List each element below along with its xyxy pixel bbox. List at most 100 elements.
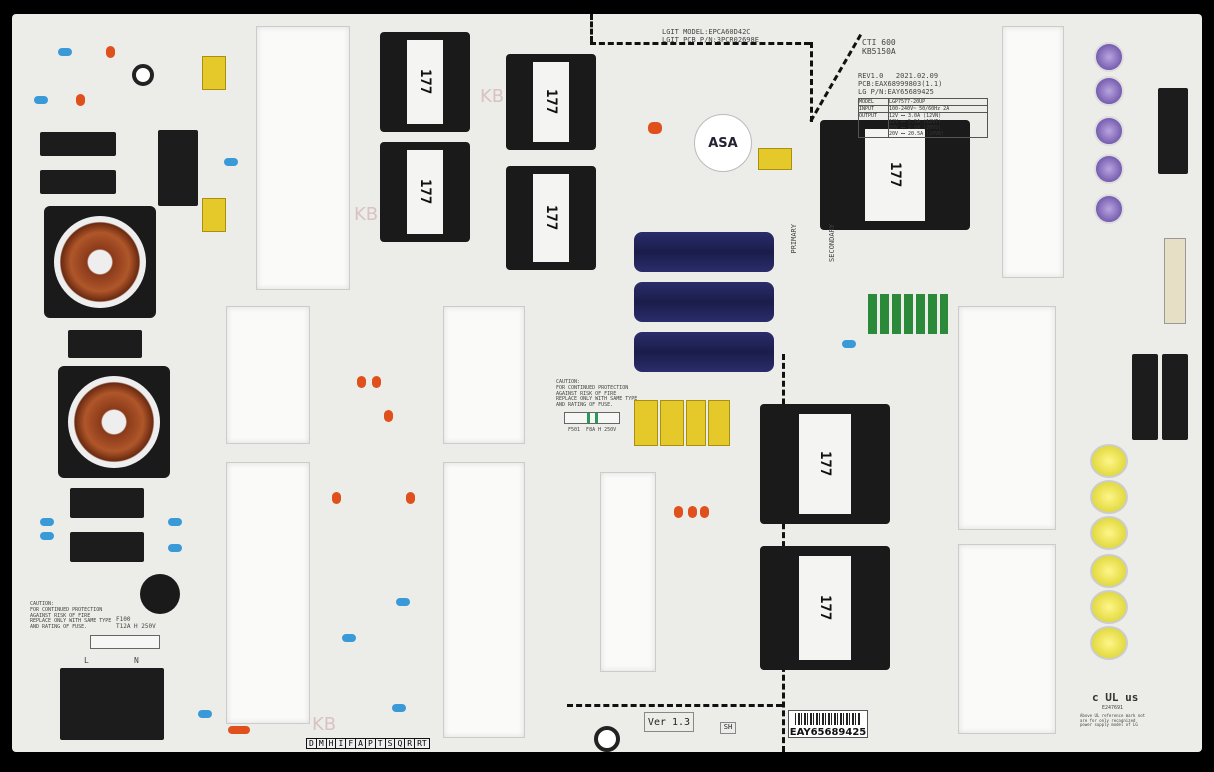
letter-box: Q — [395, 739, 405, 748]
heatsink — [226, 462, 310, 724]
transformer-label: 177 — [799, 413, 851, 515]
capacitor — [634, 400, 658, 446]
watermark: KB — [312, 714, 337, 735]
heatsink — [443, 306, 525, 444]
isolation-line — [810, 42, 813, 122]
transformer: 177 — [760, 404, 890, 524]
transformer: 177 — [760, 546, 890, 670]
letter-box: T — [375, 739, 385, 748]
toroid-inductor — [44, 206, 156, 318]
x-capacitor — [202, 198, 226, 232]
heatsink — [958, 306, 1056, 530]
output-row: 20V ⎓ 20.5A (20VB) — [889, 131, 945, 137]
letter-box: M — [316, 739, 326, 748]
cert-text: CTI 600 KB5150A — [862, 38, 896, 57]
capacitor — [1094, 154, 1124, 184]
capacitor — [708, 400, 730, 446]
capacitor — [1094, 42, 1124, 72]
capacitor — [700, 506, 709, 518]
barcode — [795, 713, 861, 725]
capacitor — [392, 704, 406, 712]
choke — [68, 330, 142, 358]
capacitor — [357, 376, 366, 388]
capacitor — [76, 94, 85, 106]
transformer: 177 — [380, 32, 470, 132]
capacitor — [40, 518, 54, 526]
transformer-label: 177 — [407, 40, 443, 124]
letter-box: S — [385, 739, 395, 748]
inlet-connector — [60, 668, 164, 740]
caution-text: CAUTION: FOR CONTINUED PROTECTION AGAINS… — [30, 601, 112, 630]
secondary-label: SECONDARY — [828, 224, 836, 262]
output-label: OUTPUT — [859, 113, 889, 137]
ul-note: Above UL reference mark not are for only… — [1080, 713, 1146, 728]
capacitor — [224, 158, 238, 166]
capacitor — [1094, 116, 1124, 146]
heatsink — [600, 472, 656, 672]
heatsink — [443, 462, 525, 738]
isolation-line — [590, 42, 810, 45]
capacitor — [660, 400, 684, 446]
capacitor — [1094, 194, 1124, 224]
capacitor — [1090, 516, 1128, 550]
fuse — [564, 412, 620, 424]
capacitor — [1090, 554, 1128, 588]
neutral-label: N — [134, 656, 139, 665]
fuse — [90, 635, 160, 649]
connector — [1164, 238, 1186, 324]
capacitor — [686, 400, 706, 446]
isolation-line — [567, 704, 782, 707]
transformer: 177 — [820, 120, 970, 230]
capacitor — [34, 96, 48, 104]
capacitor — [1090, 480, 1128, 514]
capacitor — [372, 376, 381, 388]
fuse-label: F501 F8A H 250V — [568, 427, 617, 433]
pcb-board: 177 177 177 177 177 177 177 — [12, 14, 1202, 752]
capacitor — [406, 492, 415, 504]
capacitor — [1094, 76, 1124, 106]
toroid-inductor — [58, 366, 170, 478]
transformer-label: 177 — [407, 150, 443, 234]
capacitor — [168, 544, 182, 552]
capacitor — [332, 492, 341, 504]
x-capacitor — [202, 56, 226, 90]
choke — [70, 532, 144, 562]
electrolytic-capacitor — [634, 282, 774, 322]
capacitor — [1090, 626, 1128, 660]
model-value: LGP7577-20UP — [889, 99, 926, 105]
model-label: MODEL — [859, 99, 889, 105]
mounting-hole — [132, 64, 154, 86]
inspection-sticker: ASA — [694, 114, 752, 172]
output-row: 12V ⎓ 5.5A (12VT) — [889, 119, 942, 125]
capacitor — [106, 46, 115, 58]
transformer: 177 — [380, 142, 470, 242]
heatsink — [226, 306, 310, 444]
transformer-label: 177 — [799, 555, 851, 661]
watermark: KB — [354, 204, 379, 225]
transformer-label: 177 — [533, 61, 569, 143]
letter-box: D — [307, 739, 316, 748]
capacitor — [688, 506, 697, 518]
letter-box: RT — [415, 739, 429, 748]
letter-box: I — [336, 739, 346, 748]
letter-box: A — [356, 739, 365, 748]
common-mode-choke — [40, 132, 116, 156]
letter-box: P — [365, 739, 375, 748]
ul-file: E247691 — [1102, 705, 1124, 711]
line-label: L — [84, 656, 89, 665]
resistor-array — [868, 294, 948, 334]
capacitor — [396, 598, 410, 606]
caution-text: CAUTION: FOR CONTINUED PROTECTION AGAINS… — [556, 379, 638, 408]
transformer: 177 — [506, 54, 596, 150]
capacitor — [674, 506, 683, 518]
common-mode-choke — [40, 170, 116, 194]
choke — [70, 488, 144, 518]
capacitor — [40, 532, 54, 540]
letter-box: R — [405, 739, 415, 748]
model-text: LGIT MODEL:EPCA60D42C LGIT PCB P/N:3PCR0… — [662, 28, 759, 45]
input-value: 100-240V~ 50/60Hz 2A — [889, 106, 950, 112]
capacitor — [384, 410, 393, 422]
capacitor — [228, 726, 250, 734]
letter-box: H — [326, 739, 336, 748]
